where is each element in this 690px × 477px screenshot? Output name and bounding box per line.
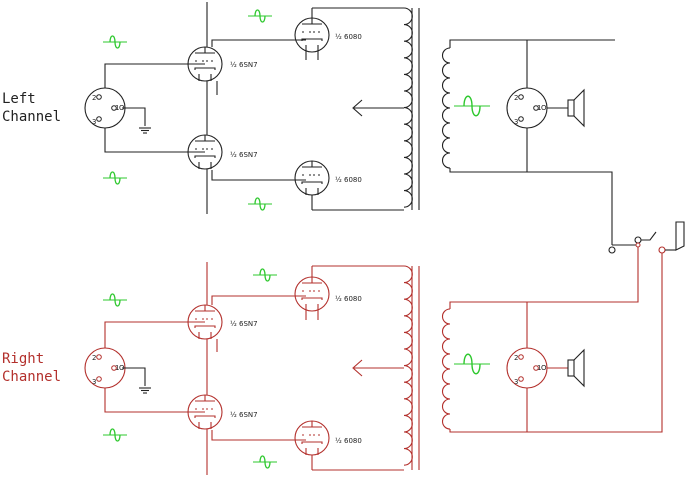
left-out-pin-1: 1 [537,104,541,112]
signal-sine-wave-icon [247,9,273,23]
left-driver-top-label: ½ 6SN7 [230,61,258,69]
right-speaker-icon [567,349,585,387]
left-out-pin-2: 2 [514,94,518,102]
left-primary-coil-icon [403,7,413,208]
signal-sine-wave-icon [453,353,491,375]
right-output-bottom-label: ½ 6080 [335,437,362,445]
right-output-bottom-tube-icon [294,420,330,456]
right-out-pin-o: O [541,364,547,372]
left-in-pin-3: 3 [92,118,96,126]
right-output-top-label: ½ 6080 [335,295,362,303]
left-in-pin-1: 1 [115,104,119,112]
left-output-bottom-tube-icon [294,160,330,196]
right-driver-bottom-label: ½ 6SN7 [230,411,258,419]
signal-sine-wave-icon [102,428,128,442]
headphone-jack-icon [665,221,685,251]
right-channel-label-line2: Channel [2,369,61,385]
left-channel-label-line2: Channel [2,109,61,125]
left-secondary-coil-icon [441,47,451,169]
signal-sine-wave-icon [102,35,128,49]
right-in-pin-1: 1 [115,364,119,372]
right-in-pin-2: 2 [92,354,96,362]
right-channel-label-line1: Right [2,351,44,367]
right-in-pin-3: 3 [92,378,96,386]
left-channel: 2 3 1 O [84,2,657,254]
signal-sine-wave-icon [102,293,128,307]
signal-sine-wave-icon [102,171,128,185]
right-out-pin-2: 2 [514,354,518,362]
right-primary-coil-icon [403,265,413,466]
left-speaker-icon [567,89,585,127]
right-ground-icon [138,387,152,394]
left-channel-label-line1: Left [2,91,36,107]
right-out-pin-1: 1 [537,364,541,372]
left-output-top-label: ½ 6080 [335,33,362,41]
signal-sine-wave-icon [453,95,491,117]
signal-sine-wave-icon [252,268,278,282]
right-output-top-tube-icon [294,276,330,312]
left-out-pin-o: O [541,104,547,112]
signal-sine-wave-icon [247,197,273,211]
left-driver-bottom-label: ½ 6SN7 [230,151,258,159]
right-channel: 2 3 1 O [84,242,666,475]
left-output-bottom-label: ½ 6080 [335,176,362,184]
right-secondary-coil-icon [441,308,451,430]
left-ground-icon [138,127,152,134]
right-signal-markers [102,268,491,469]
right-out-pin-3: 3 [514,378,518,386]
left-in-pin-2: 2 [92,94,96,102]
right-driver-top-label: ½ 6SN7 [230,320,258,328]
left-out-pin-3: 3 [514,118,518,126]
left-output-top-tube-icon [294,17,330,53]
signal-sine-wave-icon [252,455,278,469]
